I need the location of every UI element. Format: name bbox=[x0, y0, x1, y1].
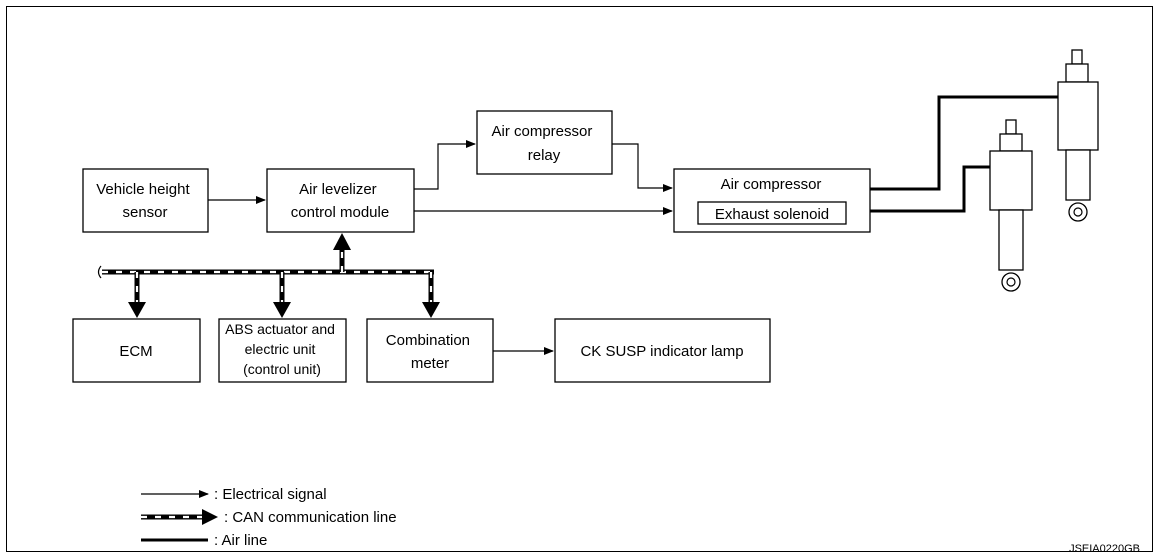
ecm-label: ECM bbox=[119, 343, 152, 360]
abs-actuator-box bbox=[218, 318, 347, 383]
figure-code: JSEIA0220GB bbox=[1069, 543, 1140, 555]
air-levelizer-control-module-box bbox=[266, 168, 415, 233]
legend-electrical-signal-label: : Electrical signal bbox=[214, 486, 327, 503]
diagram-frame bbox=[6, 6, 1153, 552]
ecm-box bbox=[72, 318, 201, 383]
combination-meter-label: Combination meter bbox=[386, 332, 474, 372]
abs-actuator-label: ABS actuator and electric unit (control … bbox=[225, 321, 339, 377]
air-line-front-shock bbox=[870, 165, 990, 213]
air-suspension-shock-rear bbox=[1057, 49, 1099, 222]
exhaust-solenoid-box bbox=[697, 201, 847, 225]
legend: : Electrical signal : CAN communication … bbox=[141, 486, 397, 549]
legend-air-line-label: : Air line bbox=[214, 532, 267, 549]
air-line-rear-shock bbox=[870, 95, 1058, 191]
vehicle-height-sensor-box bbox=[82, 168, 209, 233]
can-bus bbox=[97, 233, 440, 318]
can-arrow-combination-meter bbox=[422, 302, 440, 318]
ck-susp-indicator-lamp-box bbox=[554, 318, 771, 383]
relay-to-compressor-signal bbox=[612, 143, 673, 192]
ck-susp-indicator-lamp-label: CK SUSP indicator lamp bbox=[580, 343, 743, 360]
can-bus-break-mark bbox=[97, 265, 102, 279]
exhaust-solenoid-label: Exhaust solenoid bbox=[715, 206, 829, 223]
air-suspension-shock-front bbox=[989, 119, 1033, 292]
vehicle-height-sensor-label: Vehicle height sensor bbox=[96, 181, 194, 221]
module-to-relay-signal bbox=[414, 140, 476, 190]
legend-can-line-label: : CAN communication line bbox=[224, 509, 397, 526]
air-levelizer-control-module-label: Air levelizer control module bbox=[291, 181, 389, 221]
combination-meter-box bbox=[366, 318, 494, 383]
air-compressor-relay-label: Air compressor relay bbox=[491, 123, 596, 164]
can-arrow-module bbox=[333, 233, 351, 250]
can-arrow-abs bbox=[273, 302, 291, 318]
air-compressor-label: Air compressor bbox=[721, 176, 822, 193]
can-arrow-ecm bbox=[128, 302, 146, 318]
air-compressor-relay-box bbox=[476, 110, 613, 175]
